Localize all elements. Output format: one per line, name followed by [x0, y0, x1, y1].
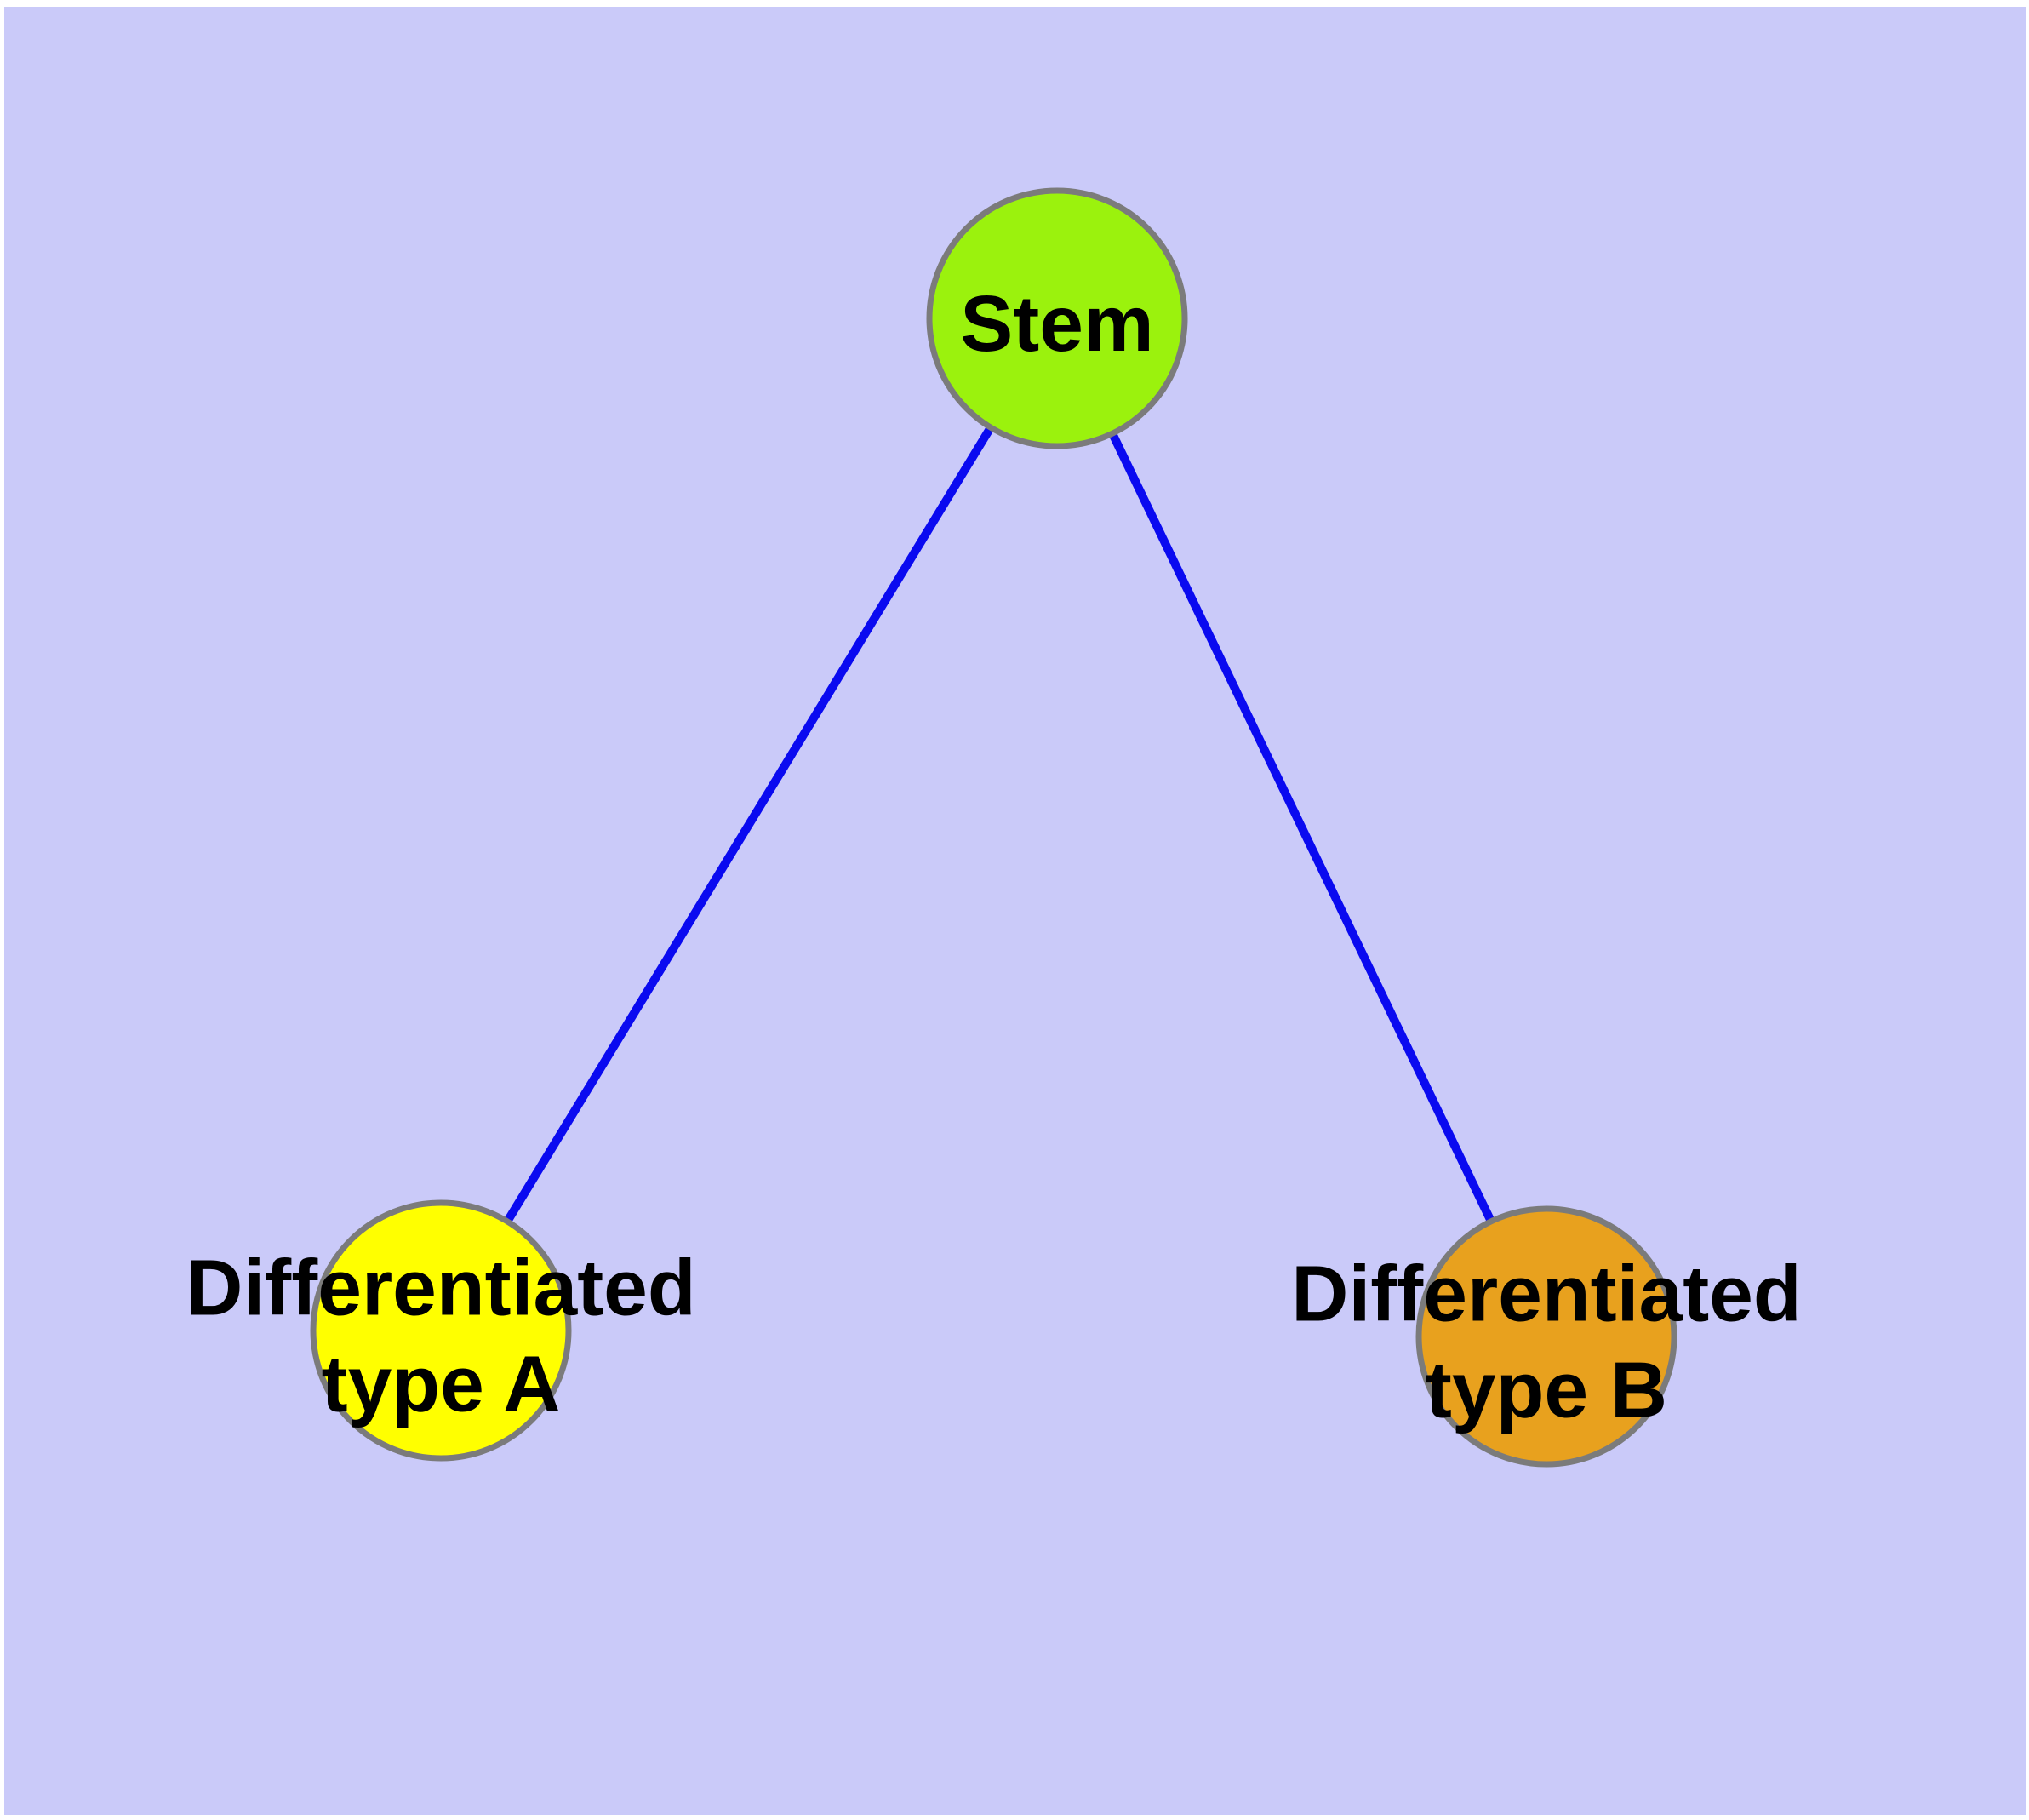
- node-label-line: Stem: [960, 279, 1153, 368]
- edge-layer: [437, 316, 1551, 1339]
- node-circle-stem: [926, 187, 1188, 449]
- edge-stem-to-differentiated-type-b: [1053, 316, 1551, 1339]
- node-label-line: type A: [322, 1340, 561, 1428]
- node-label-stem: Stem: [960, 279, 1153, 368]
- node-stem: Stem: [926, 187, 1188, 449]
- node-label-line: Differentiated: [186, 1244, 695, 1332]
- node-label-line: type B: [1426, 1346, 1667, 1434]
- edge-stem-to-differentiated-type-a: [437, 316, 1061, 1333]
- node-circle-differentiated-type-a: [310, 1199, 572, 1462]
- node-circle-differentiated-type-b: [1415, 1205, 1677, 1468]
- node-label-line: Differentiated: [1291, 1250, 1801, 1338]
